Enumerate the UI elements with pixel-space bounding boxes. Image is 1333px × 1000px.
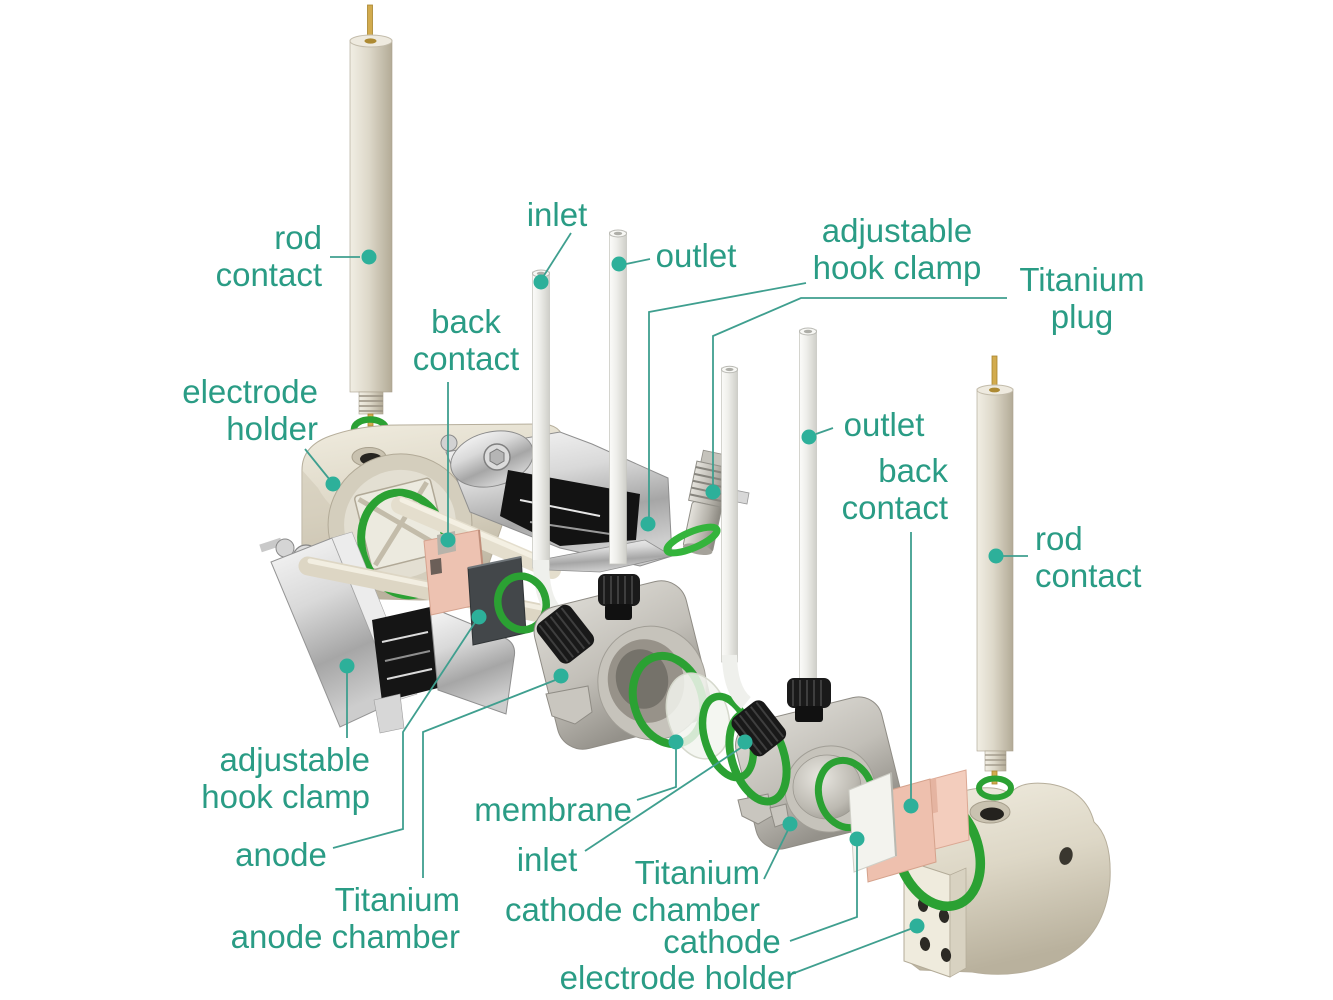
- dot-electrode-holder-bottom: [909, 918, 925, 934]
- leader-inlet-top: [542, 232, 572, 278]
- label-back-contact-left: back contact: [413, 303, 519, 377]
- leader-inlet-bottom: [584, 746, 743, 852]
- dot-back-contact-left: [440, 532, 456, 548]
- leader-electrode-holder-left: [304, 448, 331, 481]
- leader-membrane: [636, 748, 677, 801]
- label-titanium-plug: Titanium plug: [1019, 261, 1144, 335]
- label-line: anode: [235, 836, 327, 873]
- dot-cathode: [849, 831, 865, 847]
- label-line: holder: [226, 410, 318, 447]
- label-outlet-top: outlet: [656, 237, 737, 274]
- dot-outlet-top: [611, 256, 627, 272]
- label-line: anode chamber: [230, 918, 460, 955]
- label-line: hook clamp: [201, 778, 370, 815]
- label-line: outlet: [655, 237, 737, 274]
- dot-adjustable-hook-clamp-top: [640, 516, 656, 532]
- dot-rod-contact-right: [988, 548, 1004, 564]
- label-line: hook clamp: [812, 249, 982, 286]
- titanium-anode-chamber-part: [533, 574, 711, 750]
- label-line: Titanium: [634, 854, 760, 891]
- label-line: membrane: [474, 791, 632, 828]
- label-line: rod: [274, 219, 322, 256]
- leader-electrode-holder-bottom: [788, 927, 914, 976]
- label-line: Titanium: [1019, 261, 1145, 298]
- label-line: outlet: [843, 406, 925, 443]
- inlet-fitting-anode: [536, 604, 595, 664]
- rod-contact-right-part: [976, 355, 1014, 785]
- dot-outlet-right: [801, 429, 817, 445]
- leader-anode: [332, 620, 477, 849]
- oring-right-rod: [976, 775, 1014, 801]
- outlet-fitting-anode: [598, 574, 640, 620]
- label-back-contact-right: back contact: [842, 452, 948, 526]
- dot-inlet-top: [533, 274, 549, 290]
- leader-titanium-plug: [712, 297, 1007, 485]
- dot-anode: [471, 609, 487, 625]
- oring-plug: [663, 523, 721, 557]
- label-line: back: [878, 452, 948, 489]
- label-rod-contact-left: rod contact: [216, 219, 322, 293]
- leader-titanium-anode-chamber: [422, 678, 559, 878]
- label-line: adjustable: [821, 212, 973, 249]
- label-line: contact: [841, 489, 948, 526]
- oring-anode-small: [494, 572, 550, 634]
- label-line: electrode holder: [559, 959, 797, 996]
- label-line: cathode chamber: [505, 891, 760, 928]
- dot-membrane: [668, 734, 684, 750]
- label-line: rod: [1035, 520, 1083, 557]
- label-outlet-right: outlet: [844, 406, 925, 443]
- label-anode: anode: [235, 836, 327, 873]
- label-line: Titanium: [334, 881, 460, 918]
- label-adjustable-hook-clamp-bottom: adjustable hook clamp: [201, 741, 370, 815]
- leader-outlet-top: [625, 258, 651, 265]
- label-line: plug: [1050, 298, 1114, 335]
- label-line: inlet: [516, 841, 578, 878]
- tubes: [532, 229, 817, 683]
- outlet-fitting-cathode: [787, 678, 831, 722]
- dot-back-contact-right: [903, 798, 919, 814]
- outlet-tube-right: [799, 327, 817, 683]
- label-line: adjustable: [219, 741, 370, 778]
- leader-titanium-cathode-chamber: [763, 829, 789, 880]
- leader-adjustable-hook-clamp-top: [648, 282, 807, 517]
- label-adjustable-hook-clamp-top: adjustable hook clamp: [813, 212, 982, 286]
- label-cathode: cathode: [663, 923, 780, 960]
- label-line: contact: [1035, 557, 1142, 594]
- leader-outlet-right: [815, 427, 834, 435]
- label-membrane: membrane: [474, 791, 632, 828]
- label-rod-contact-right: rod contact: [1035, 520, 1141, 594]
- dot-adjustable-hook-clamp-bottom: [339, 658, 355, 674]
- dot-titanium-plug: [705, 484, 721, 500]
- label-line: back: [431, 303, 501, 340]
- dot-titanium-cathode-chamber: [782, 816, 798, 832]
- label-line: cathode: [663, 923, 781, 960]
- label-titanium-anode-chamber: Titanium anode chamber: [231, 881, 460, 955]
- cathode-plate: [848, 772, 897, 873]
- dot-inlet-bottom: [737, 734, 753, 750]
- leader-cathode: [789, 846, 858, 942]
- dot-titanium-anode-chamber: [553, 668, 569, 684]
- rod-contact-left-part: [349, 4, 393, 442]
- dot-rod-contact-left: [361, 249, 377, 265]
- label-inlet-top: inlet: [527, 196, 588, 233]
- dot-electrode-holder-left: [325, 476, 341, 492]
- label-inlet-bottom: inlet: [517, 841, 578, 878]
- label-line: inlet: [526, 196, 588, 233]
- label-electrode-holder-bottom: electrode holder: [560, 959, 797, 996]
- label-titanium-cathode-chamber: Titanium cathode chamber: [505, 854, 760, 928]
- label-line: contact: [215, 256, 322, 293]
- leader-dots: [325, 249, 1004, 934]
- outlet-tube-left: [609, 229, 627, 565]
- label-line: electrode: [182, 373, 318, 410]
- inlet-tube-right: [721, 365, 738, 663]
- label-line: contact: [412, 340, 520, 377]
- label-electrode-holder-left: electrode holder: [182, 373, 318, 447]
- leader-lines: [304, 232, 1028, 976]
